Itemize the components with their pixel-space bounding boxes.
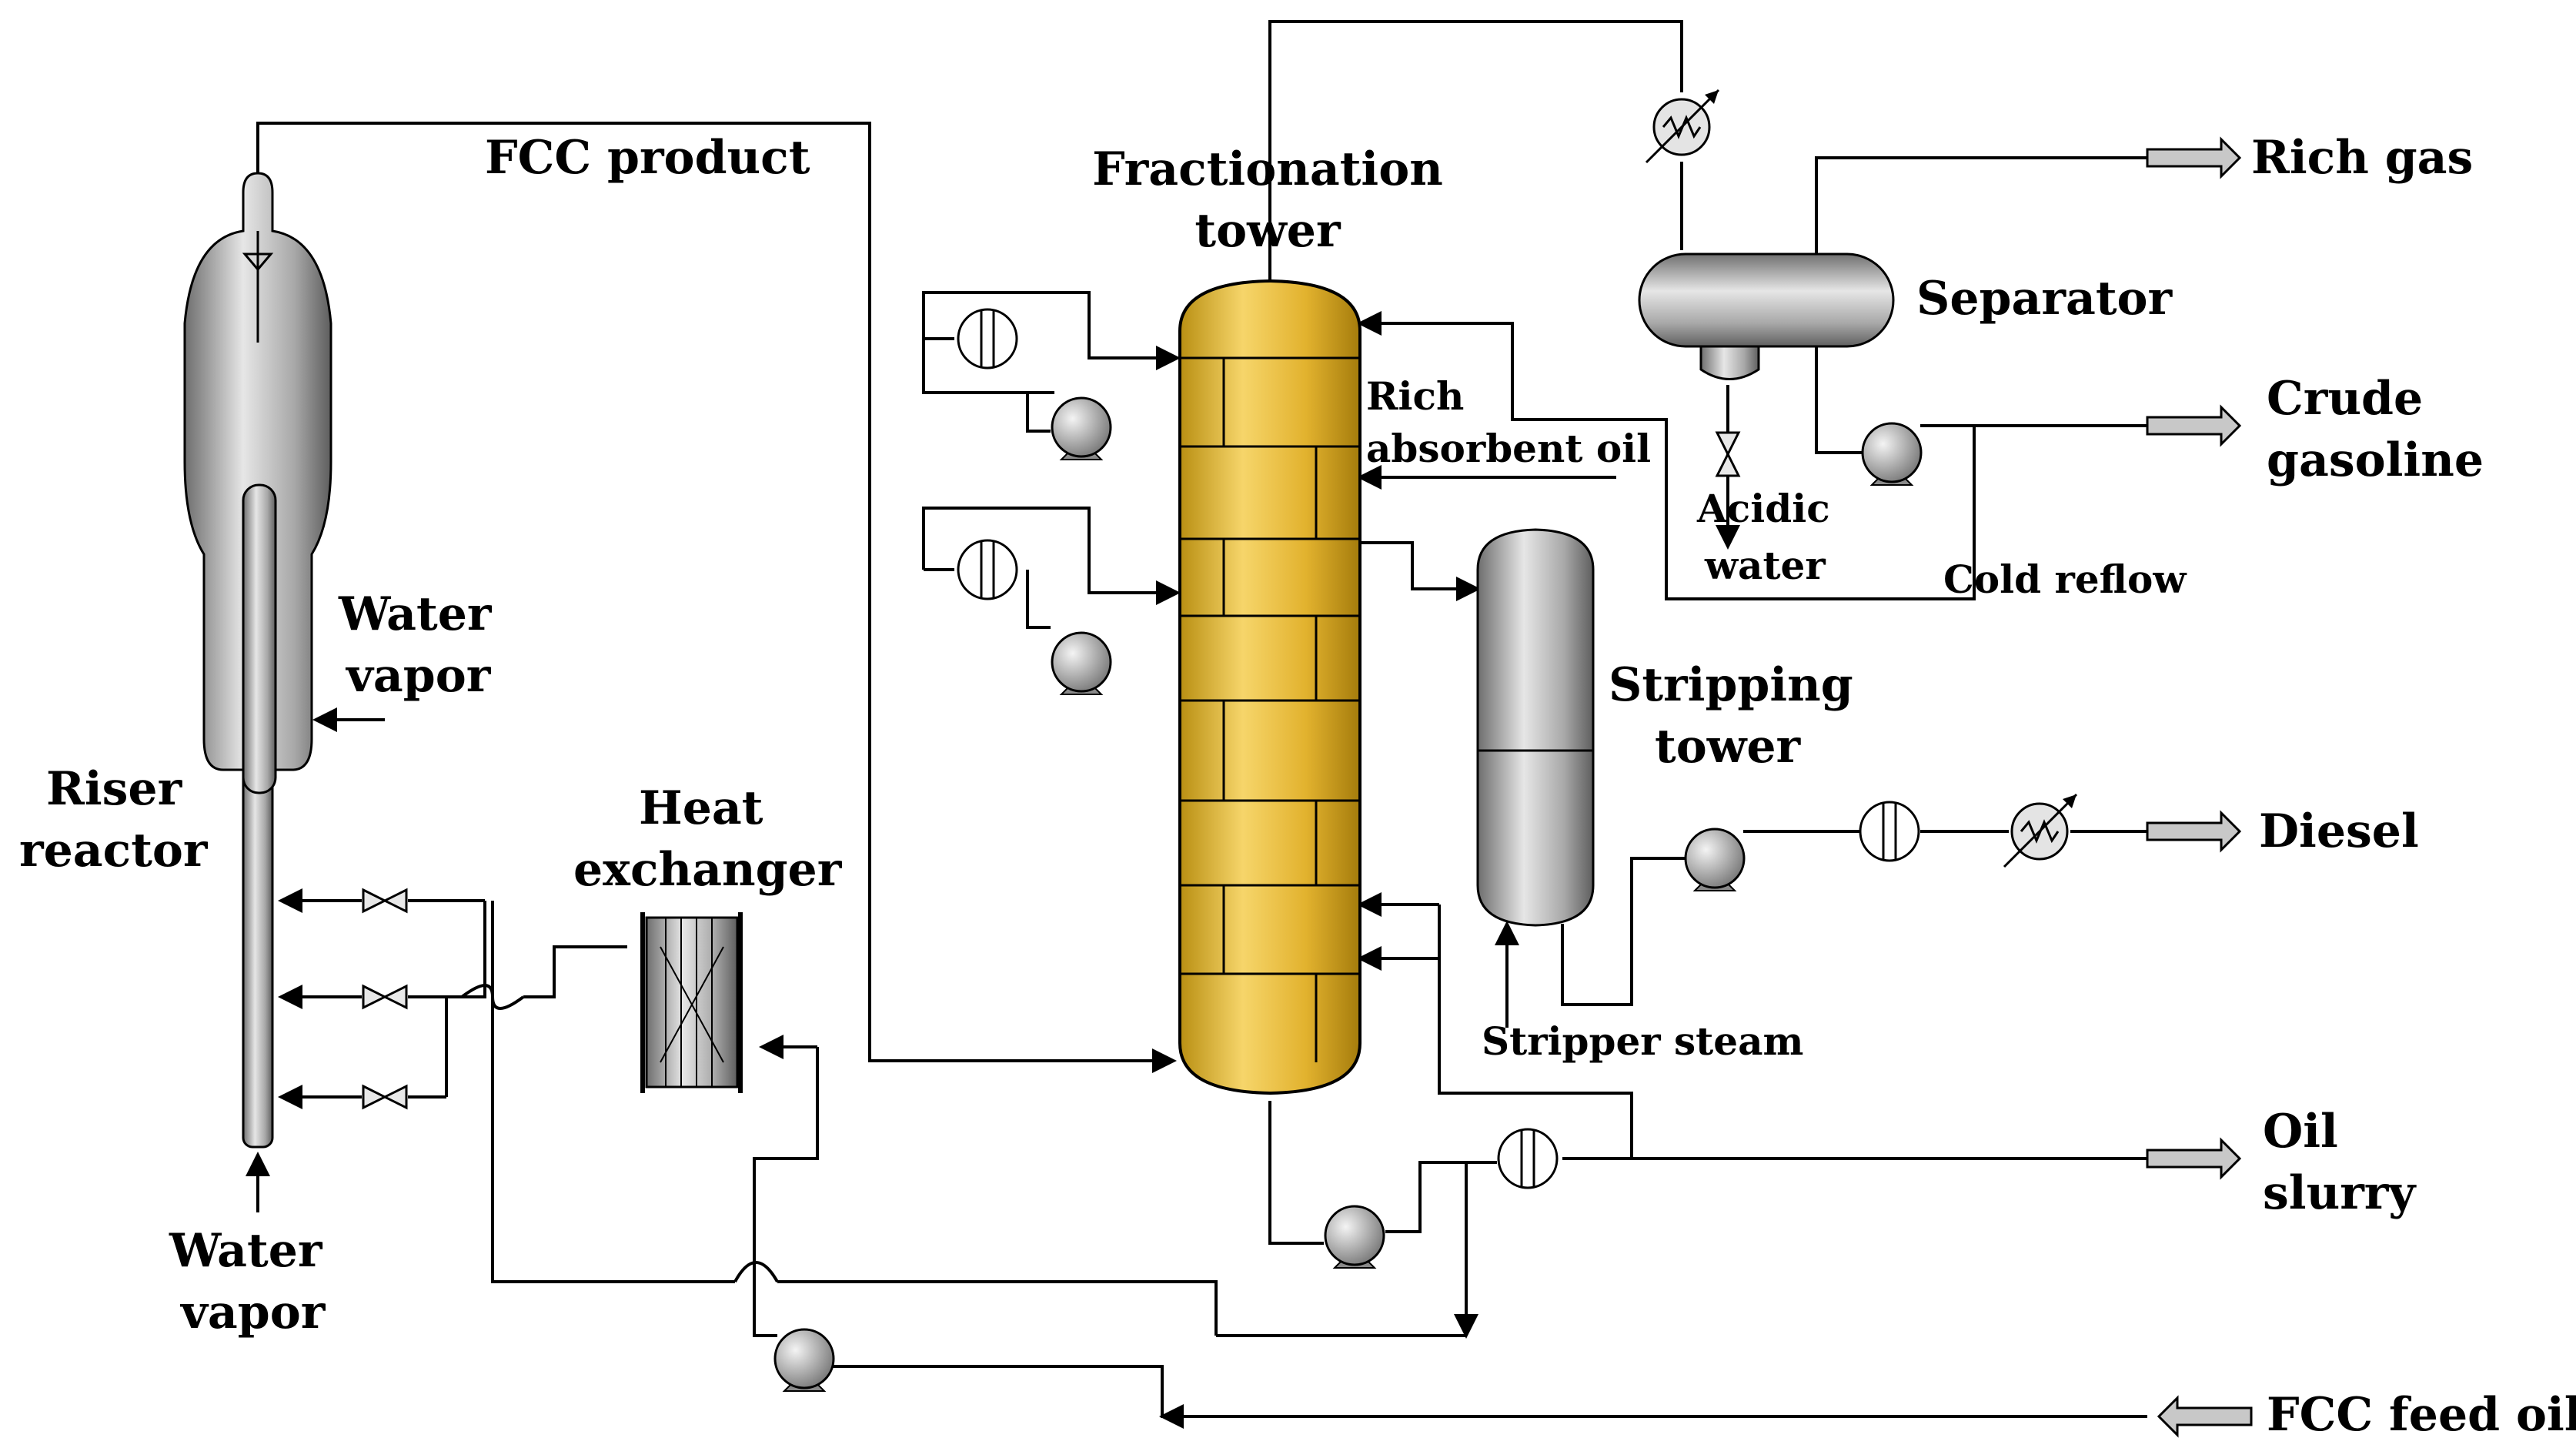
label-oil-slurry-l2: slurry (2263, 1166, 2417, 1220)
product-arrow-icon (2146, 138, 2241, 178)
label-cold-reflow: Cold reflow (1943, 557, 2187, 602)
plate-heat-exchanger (640, 912, 743, 1093)
label-oil-slurry-l1: Oil (2263, 1105, 2338, 1159)
product-arrow-icon (2146, 406, 2241, 446)
fractionation-tower (1178, 279, 1362, 1095)
separator-vessel (1638, 252, 1895, 380)
pump-icon[interactable] (1051, 631, 1112, 696)
label-riser-reactor-l2: reactor (19, 824, 209, 878)
label-water-vapor-bottom-l2: vapor (179, 1286, 326, 1339)
heat-exchanger-icon[interactable] (1497, 1128, 1559, 1189)
valve-icon[interactable] (362, 985, 408, 1009)
valve-icon[interactable] (362, 888, 408, 913)
valve-icon[interactable] (362, 1085, 408, 1109)
label-rich-gas: Rich gas (2251, 131, 2473, 185)
label-heat-exchanger-l1: Heat (639, 781, 763, 835)
heat-exchanger-icon[interactable] (957, 308, 1018, 370)
label-diesel: Diesel (2259, 804, 2419, 858)
label-stripping-tower-l1: Stripping (1609, 658, 1853, 712)
valve-icon[interactable] (1716, 431, 1740, 477)
label-riser-reactor-l1: Riser (46, 762, 183, 816)
label-acidic-water-l1: Acidic (1696, 486, 1830, 531)
product-arrow-icon (2146, 811, 2241, 851)
label-crude-gasoline-l1: Crude (2267, 372, 2423, 426)
label-fcc-product: FCC product (485, 131, 810, 185)
stripping-tower (1476, 528, 1595, 927)
feed-arrow-icon (2157, 1395, 2253, 1438)
pump-icon[interactable] (1861, 422, 1923, 487)
product-arrow-icon (2146, 1139, 2241, 1179)
label-water-vapor-top-l2: vapor (345, 649, 492, 703)
label-heat-exchanger-l2: exchanger (573, 843, 843, 897)
heat-exchanger-icon[interactable] (1859, 801, 1920, 862)
riser-reactor (183, 172, 332, 1149)
pump-icon[interactable] (1324, 1205, 1385, 1269)
label-fractionation-tower-l1: Fractionation (1092, 142, 1443, 196)
label-stripping-tower-l2: tower (1655, 720, 1802, 774)
pump-icon[interactable] (773, 1328, 835, 1393)
label-rich-absorbent-oil-l2: absorbent oil (1366, 426, 1651, 471)
label-acidic-water-l2: water (1704, 543, 1826, 588)
label-rich-absorbent-oil-l1: Rich (1366, 373, 1464, 419)
label-crude-gasoline-l2: gasoline (2267, 433, 2484, 487)
label-fractionation-tower-l2: tower (1194, 204, 1341, 258)
label-water-vapor-top-l1: Water (338, 587, 493, 641)
pump-icon[interactable] (1684, 828, 1746, 892)
label-water-vapor-bottom-l1: Water (169, 1224, 323, 1278)
process-piping (246, 20, 2147, 1429)
cooler-icon[interactable] (1645, 89, 1720, 164)
label-stripper-steam: Stripper steam (1482, 1018, 1803, 1064)
heat-exchanger-icon[interactable] (957, 539, 1018, 600)
label-fcc-feed-oil: FCC feed oil (2267, 1388, 2576, 1442)
cooler-icon[interactable] (2003, 793, 2078, 868)
label-separator: Separator (1916, 272, 2173, 326)
pump-icon[interactable] (1051, 396, 1112, 461)
